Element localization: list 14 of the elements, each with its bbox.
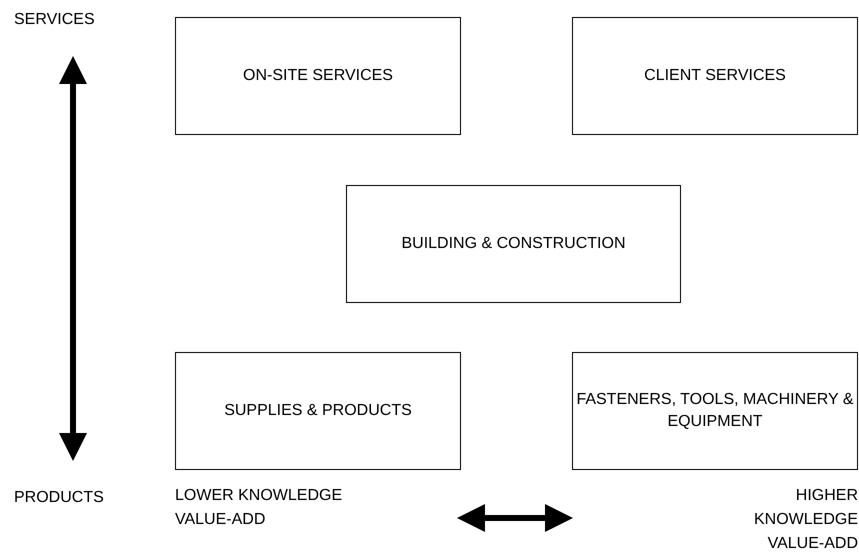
box-label: BUILDING & CONSTRUCTION	[401, 234, 626, 254]
category-box	[346, 185, 681, 303]
category-box	[572, 17, 858, 135]
category-box	[175, 17, 461, 135]
category-box	[572, 352, 858, 470]
box-label: CLIENT SERVICES	[644, 66, 786, 86]
axis-label: LOWER KNOWLEDGE VALUE-ADD	[175, 486, 344, 530]
box-label: SUPPLIES & PRODUCTS	[224, 401, 412, 421]
axis-label: SERVICES	[14, 10, 96, 30]
axis-label: HIGHER KNOWLEDGE VALUE-ADD	[752, 486, 858, 554]
category-box	[175, 352, 461, 470]
box-label: FASTENERS, TOOLS, MACHINERY & EQUIPMENT	[575, 390, 855, 432]
box-label: ON-SITE SERVICES	[243, 66, 393, 86]
axis-label: PRODUCTS	[14, 488, 105, 508]
